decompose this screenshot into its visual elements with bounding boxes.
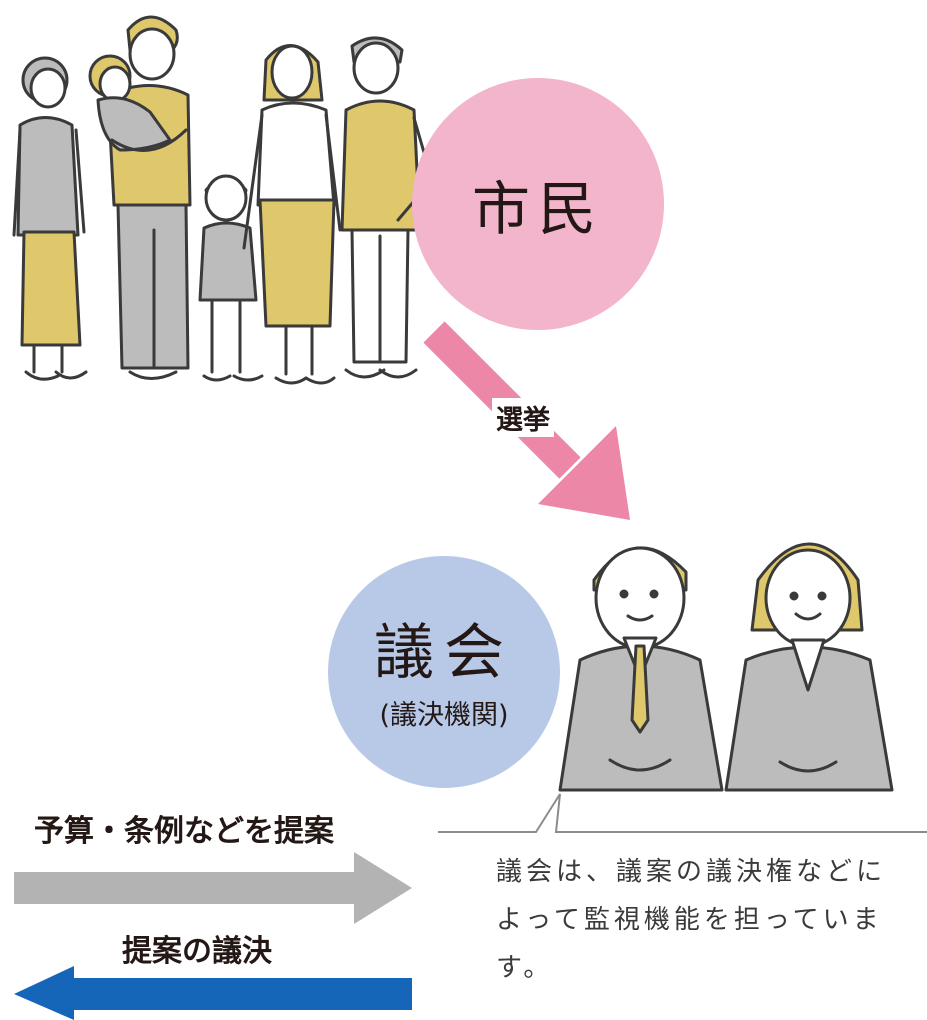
citizens-circle: 市民	[412, 78, 664, 330]
resolve-arrow	[14, 966, 412, 1020]
father-figure	[88, 15, 192, 380]
council-sublabel: (議決機関)	[379, 700, 509, 731]
female-member-figure	[724, 542, 894, 792]
note-text: 議会は、議案の議決権などによって監視機能を担っています。	[496, 857, 887, 983]
council-circle: 議会 (議決機関)	[328, 556, 560, 788]
family-illustration	[12, 15, 434, 385]
propose-arrow	[14, 852, 412, 924]
propose-label: 予算・条例などを提案	[34, 814, 334, 849]
resolve-label: 提案の議決	[122, 934, 272, 969]
note-callout-line	[438, 793, 927, 833]
grandfather-figure	[340, 36, 434, 379]
mother-figure	[242, 44, 342, 385]
male-member-figure	[558, 546, 724, 792]
council-label: 議会	[374, 618, 514, 688]
grandmother-figure	[12, 56, 88, 381]
child-figure	[198, 174, 264, 382]
election-label: 選挙	[492, 398, 554, 437]
council-members-illustration	[558, 542, 894, 792]
citizens-label: 市民	[471, 175, 604, 243]
